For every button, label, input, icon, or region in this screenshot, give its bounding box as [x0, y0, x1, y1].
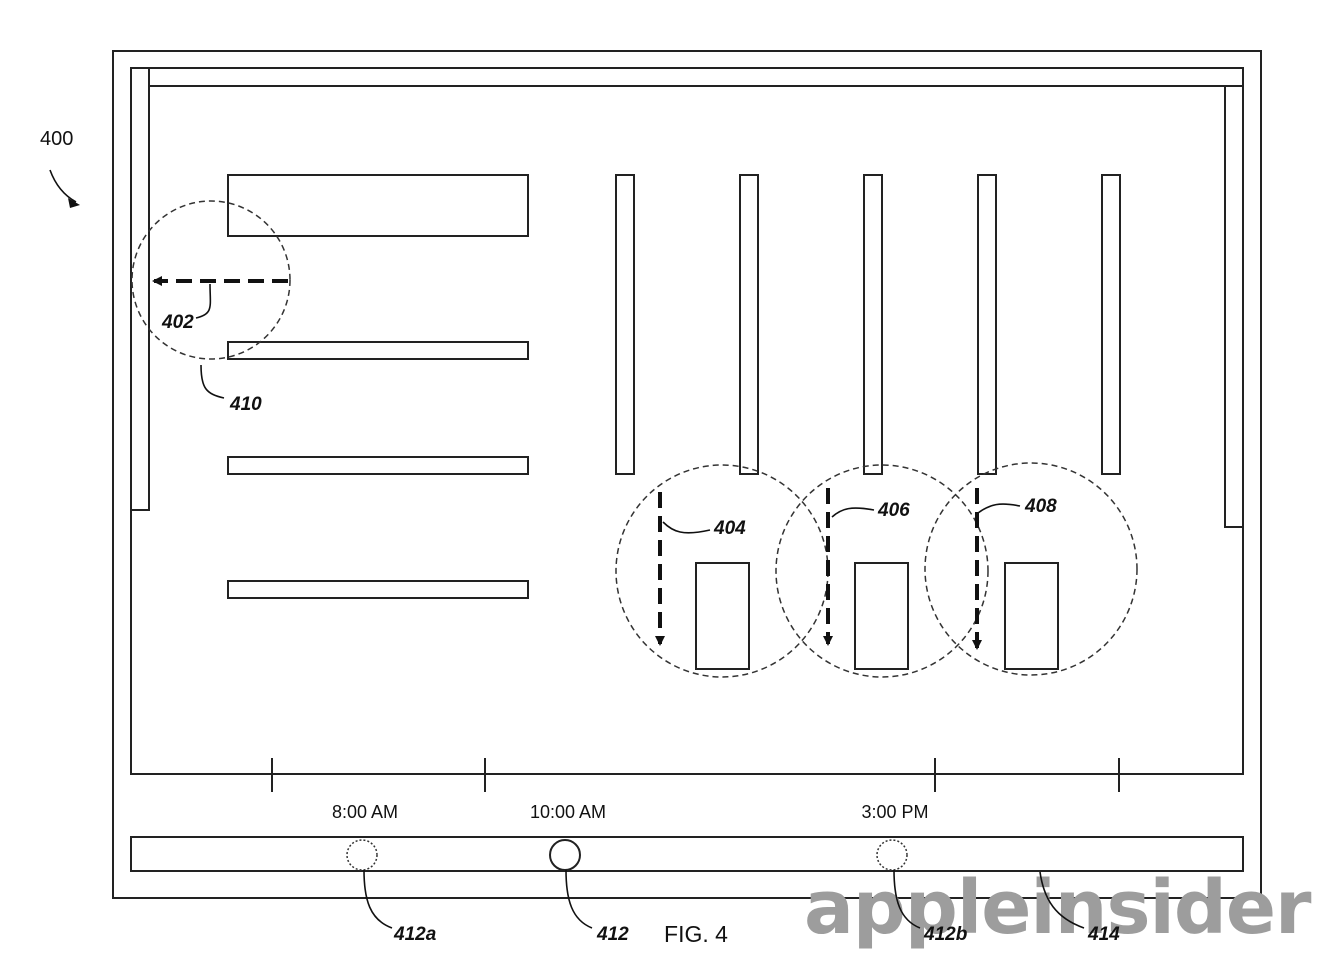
leader-404	[662, 521, 711, 534]
marker-label-412: 412	[596, 924, 629, 945]
time-label-10am: 10:00 AM	[530, 802, 606, 822]
shelf-horizontal	[227, 580, 529, 599]
left-wall-shelf	[130, 67, 150, 511]
floor-boundary	[130, 67, 1244, 775]
timeline-ticks	[271, 758, 1120, 792]
display-stand	[854, 562, 909, 670]
zone-circle-406	[775, 464, 989, 678]
timeline-marker-412b[interactable]	[876, 839, 908, 871]
shelf-vertical	[863, 174, 883, 475]
marker-label-412a: 412a	[393, 924, 437, 945]
right-wall-shelf	[1224, 85, 1244, 528]
leader-412b	[893, 869, 921, 929]
shelf-horizontal	[227, 456, 529, 475]
display-stand	[1004, 562, 1059, 670]
figure-ref-arrowhead	[68, 198, 80, 208]
store-floor-plan	[130, 67, 1244, 775]
figure-ref-arrow	[49, 169, 77, 203]
path-label-404: 404	[713, 518, 746, 539]
leader-412	[565, 869, 593, 929]
shelf-horizontal	[227, 341, 529, 360]
leader-410	[200, 364, 225, 399]
timeline-marker-412[interactable]	[549, 839, 581, 871]
time-label-8am: 8:00 AM	[332, 802, 398, 822]
figure-caption: FIG. 4	[664, 921, 728, 947]
timeline-marker-412a[interactable]	[346, 839, 378, 871]
shelf-vertical	[615, 174, 635, 475]
shelf-vertical	[1101, 174, 1121, 475]
path-label-406: 406	[877, 500, 910, 521]
path-label-408: 408	[1024, 496, 1057, 517]
marker-label-412b: 412b	[923, 924, 968, 945]
leader-406	[831, 507, 875, 518]
zone-circle-410	[131, 200, 291, 360]
path-label-402: 402	[161, 312, 194, 333]
zone-label-410: 410	[229, 394, 262, 415]
leader-412a	[363, 869, 393, 929]
leader-414	[1039, 871, 1085, 929]
leader-408	[977, 503, 1021, 514]
figure-ref-label: 400	[40, 128, 73, 150]
timeline-bar[interactable]	[130, 836, 1244, 872]
outer-frame	[112, 50, 1262, 899]
time-label-3pm: 3:00 PM	[861, 802, 928, 822]
display-stand	[695, 562, 750, 670]
leader-402	[195, 283, 212, 319]
watermark: appleinsider	[804, 865, 1312, 951]
shelf-vertical	[977, 174, 997, 475]
shelf-block-top	[227, 174, 529, 237]
bar-label-414: 414	[1087, 924, 1120, 945]
shelf-vertical	[739, 174, 759, 475]
zone-circle-408	[924, 462, 1138, 676]
